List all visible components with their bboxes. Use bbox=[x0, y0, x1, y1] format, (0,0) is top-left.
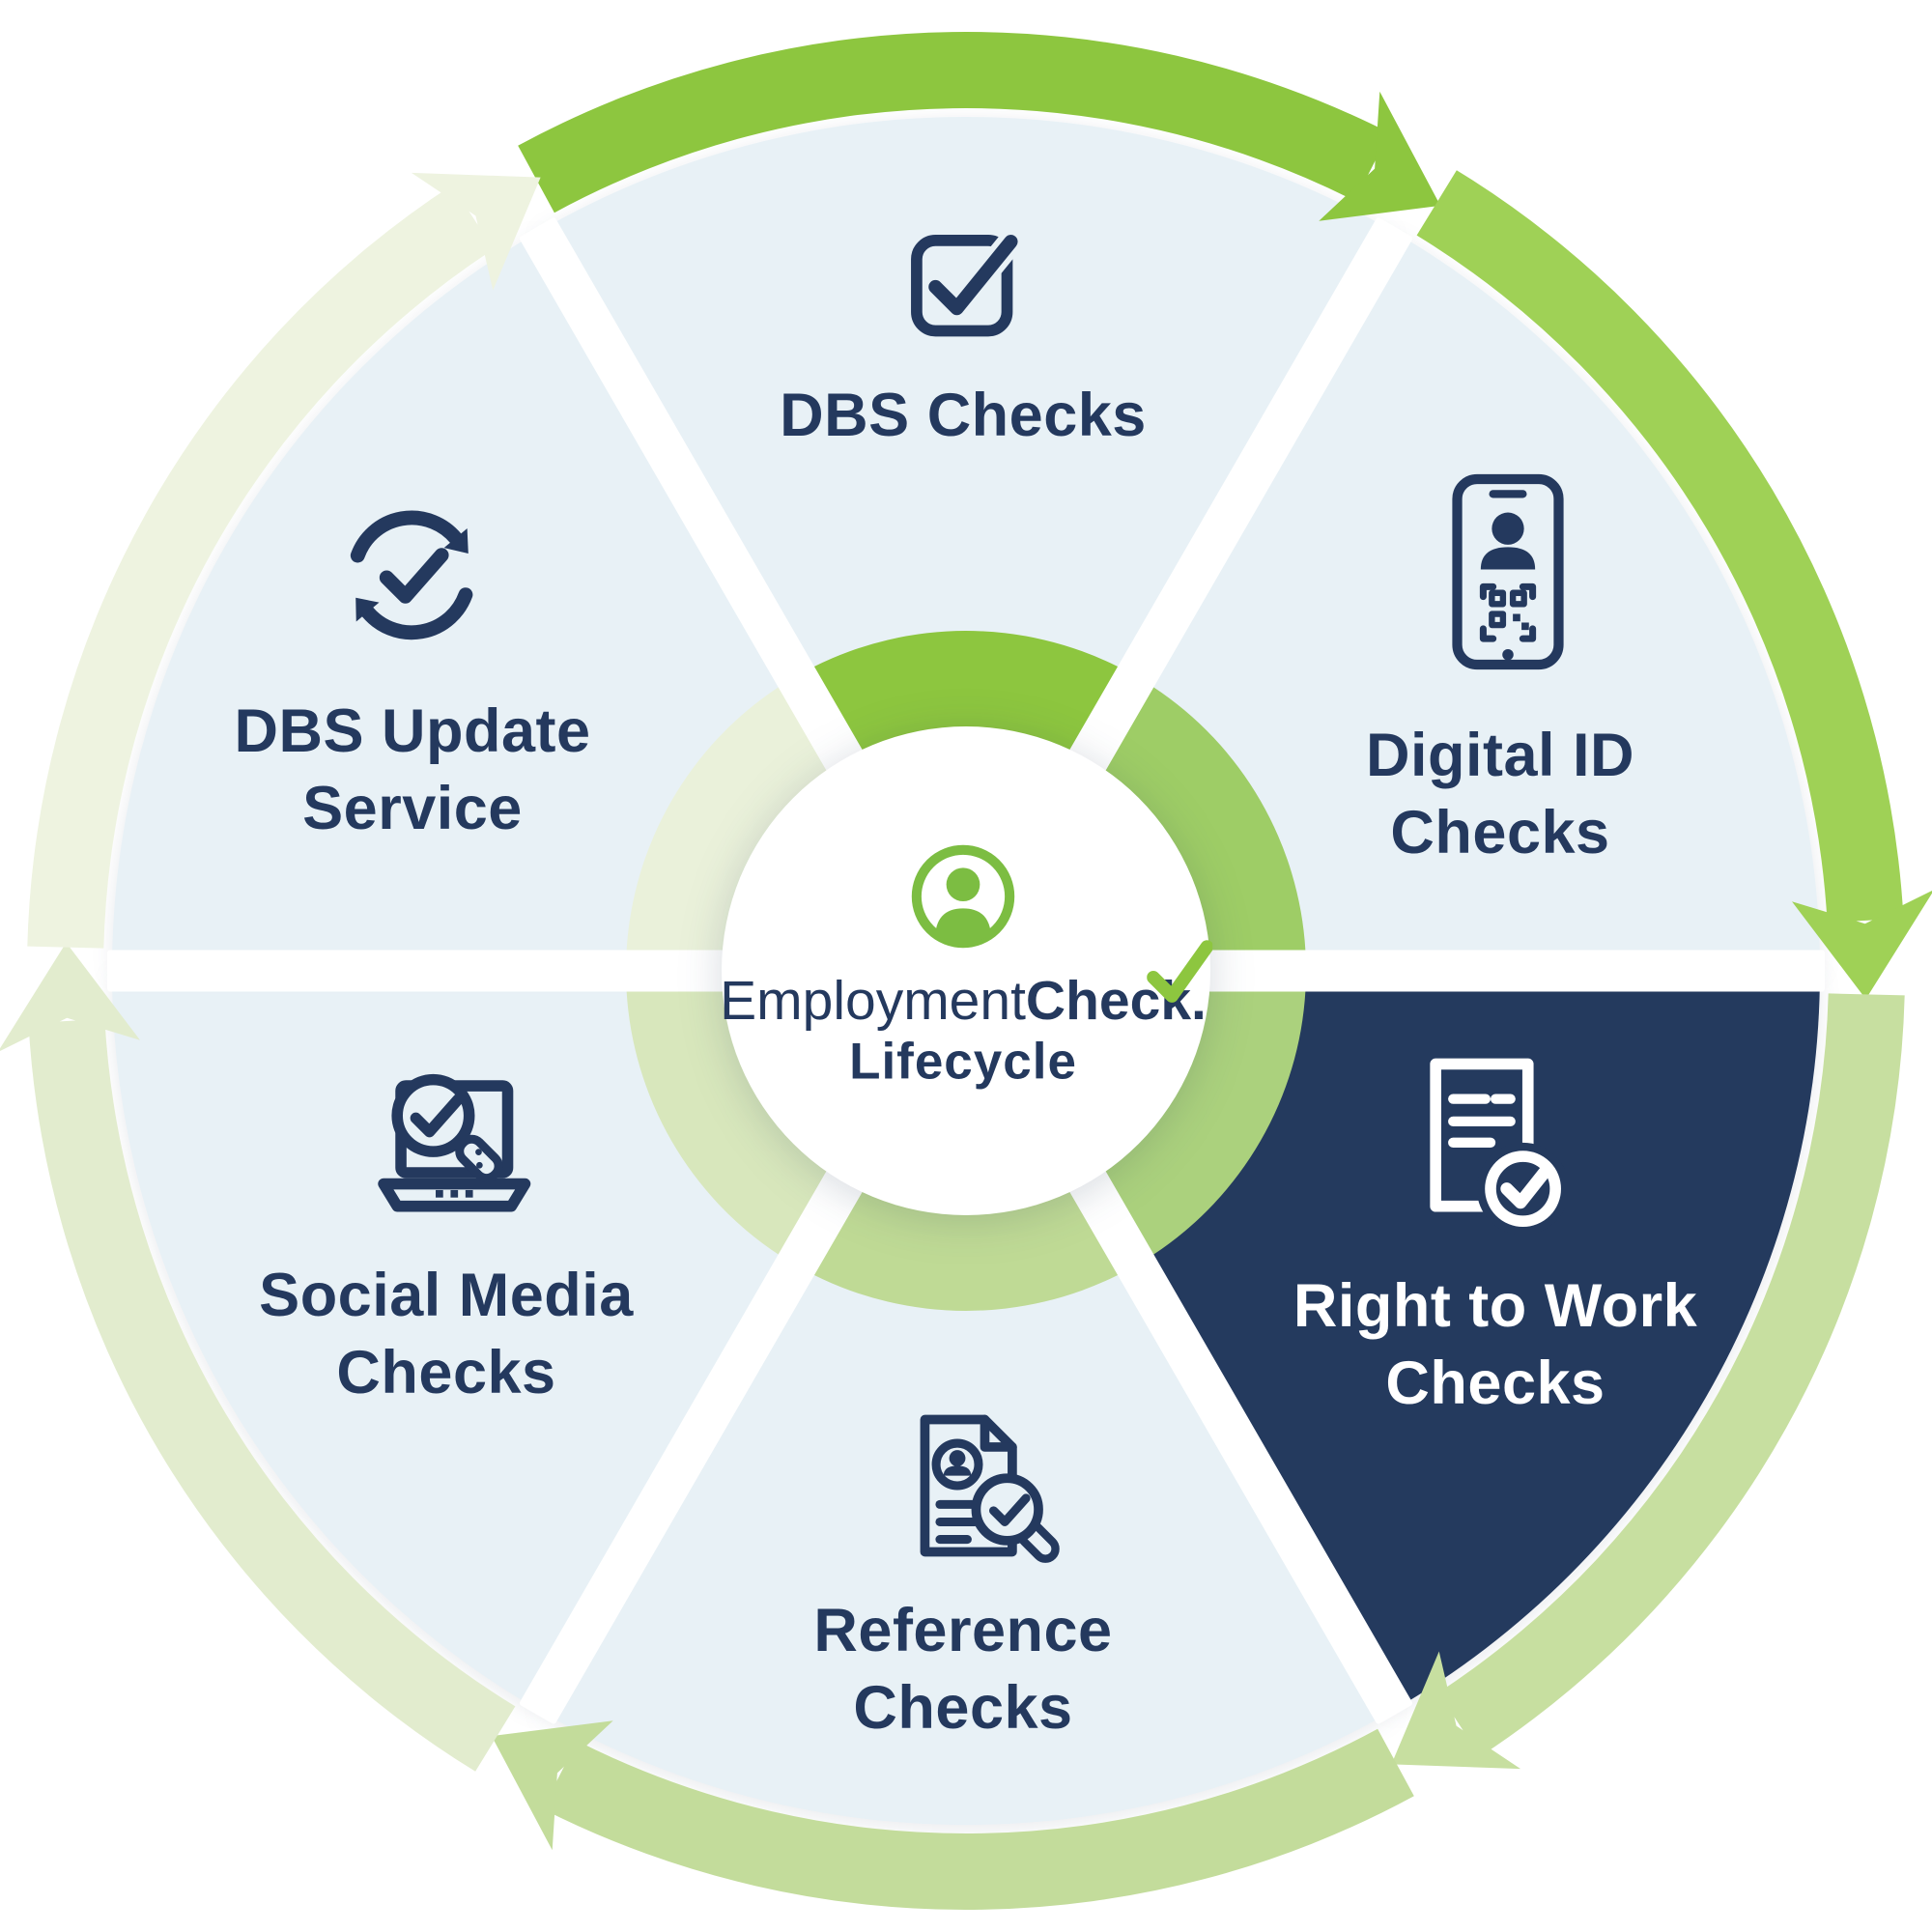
brand-k: k bbox=[1147, 940, 1213, 1033]
inner-ring-social-media-checks bbox=[626, 984, 834, 1255]
segment-label-dbs-checks: DBS Checks bbox=[780, 382, 1147, 449]
laptop-magnifier-check-icon bbox=[378, 1073, 531, 1212]
brand-text-regular: Employment bbox=[720, 970, 1026, 1032]
outer-arrow-arc-dbs-update-service bbox=[27, 185, 495, 949]
divider-dbs-checks bbox=[519, 217, 867, 780]
outer-arrow-head-digital-id-checks bbox=[1792, 891, 1932, 1000]
inner-ring-right-to-work-checks bbox=[1098, 984, 1306, 1255]
segment-label-digital-id-checks: Digital ID Checks bbox=[1365, 722, 1635, 867]
outer-arrow-arc-right-to-work-checks bbox=[1438, 993, 1905, 1757]
inner-ring-dbs-checks bbox=[813, 631, 1119, 755]
document-check-icon bbox=[1430, 1058, 1566, 1236]
segment-label-reference-checks: Reference Checks bbox=[813, 1597, 1113, 1742]
outer-arrow-arc-reference-checks bbox=[542, 1728, 1414, 1911]
divider-dbs-update-service bbox=[107, 950, 734, 992]
segment-label-right-to-work-checks: Right to Work Checks bbox=[1293, 1272, 1698, 1417]
outer-arrow-head-dbs-update-service bbox=[411, 172, 541, 291]
outer-arrow-head-reference-checks bbox=[491, 1720, 613, 1851]
inner-ring-digital-id-checks bbox=[1098, 687, 1306, 957]
outer-arrow-head-dbs-checks bbox=[1319, 91, 1441, 221]
refresh-check-icon bbox=[350, 510, 473, 640]
inner-ring-reference-checks bbox=[813, 1186, 1119, 1311]
person-circle-icon bbox=[911, 844, 1015, 949]
checkbox-check-icon bbox=[911, 229, 1024, 337]
divider-digital-id-checks bbox=[1065, 217, 1413, 780]
outer-arrow-arc-digital-id-checks bbox=[1416, 170, 1904, 923]
segment-label-social-media-checks: Social Media Checks bbox=[259, 1262, 634, 1406]
outer-arrow-arc-social-media-checks bbox=[28, 1018, 516, 1772]
wedge-dbs-checks bbox=[539, 116, 1393, 971]
outer-arrow-head-social-media-checks bbox=[0, 942, 140, 1051]
phone-id-qr-icon bbox=[1452, 473, 1564, 670]
divider-social-media-checks bbox=[519, 1162, 867, 1724]
center-circle bbox=[722, 726, 1210, 1215]
brand-text-bold: Chec bbox=[1025, 970, 1161, 1032]
wedge-reference-checks bbox=[539, 971, 1393, 1826]
brand-period: . bbox=[1191, 970, 1207, 1032]
cv-magnifier-check-icon bbox=[920, 1414, 1060, 1563]
segment-label-dbs-update-service: DBS Update Service bbox=[234, 697, 591, 842]
center-subtitle: Lifecycle bbox=[849, 1033, 1077, 1091]
outer-arrow-arc-dbs-checks bbox=[518, 31, 1390, 213]
divider-reference-checks bbox=[1065, 1162, 1413, 1724]
outer-arrow-head-right-to-work-checks bbox=[1391, 1651, 1521, 1770]
inner-ring-dbs-update-service bbox=[626, 687, 834, 957]
divider-right-to-work-checks bbox=[1198, 950, 1825, 992]
